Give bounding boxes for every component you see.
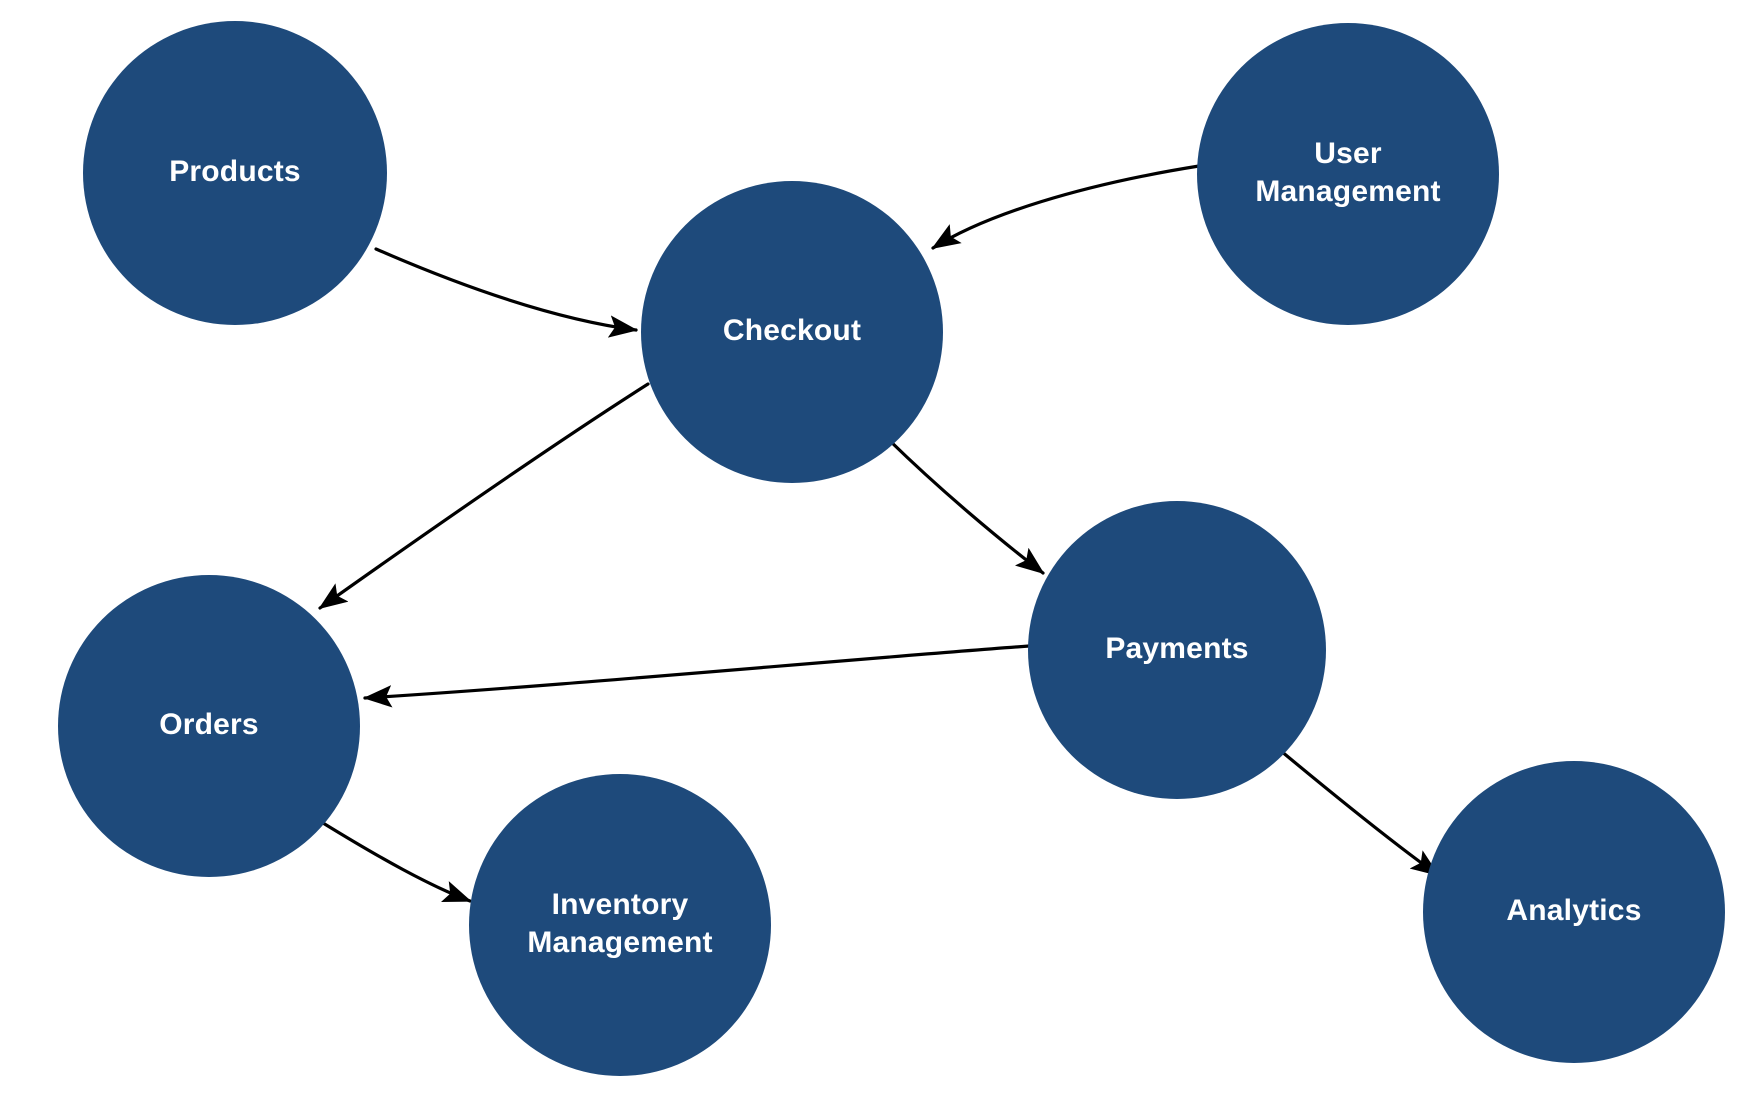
edge-checkout-to-payments	[884, 435, 1045, 575]
node-label-line: Payments	[1105, 632, 1248, 665]
edge-orders-to-inventory-management	[321, 821, 472, 903]
node-label-line: Inventory	[552, 888, 689, 921]
node-label-line: Management	[1255, 175, 1440, 208]
node-circle-payments[interactable]	[1028, 501, 1326, 799]
node-label-line: User	[1314, 137, 1382, 170]
node-circle-checkout[interactable]	[641, 181, 943, 483]
node-label-payments: Payments	[1105, 632, 1248, 665]
edge-products-to-checkout	[374, 247, 638, 338]
edges-layer	[318, 164, 1440, 903]
node-circle-inventory-management[interactable]	[469, 774, 771, 1076]
edge-user-management-to-checkout	[931, 164, 1201, 250]
node-circle-products[interactable]	[83, 21, 387, 325]
node-orders[interactable]: Orders	[58, 575, 360, 877]
node-label-line: Products	[169, 155, 301, 188]
node-analytics[interactable]: Analytics	[1423, 761, 1725, 1063]
node-checkout[interactable]: Checkout	[641, 181, 943, 483]
node-label-orders: Orders	[159, 708, 259, 741]
node-label-checkout: Checkout	[723, 314, 861, 347]
node-products[interactable]: Products	[83, 21, 387, 325]
node-label-line: Management	[527, 926, 712, 959]
node-label-analytics: Analytics	[1506, 894, 1641, 927]
node-label-line: Orders	[159, 708, 259, 741]
edge-payments-to-analytics	[1279, 749, 1440, 877]
edge-payments-to-orders	[363, 644, 1031, 708]
node-circle-orders[interactable]	[58, 575, 360, 877]
edge-checkout-to-orders	[318, 382, 650, 610]
node-label-line: Checkout	[723, 314, 861, 347]
node-circle-analytics[interactable]	[1423, 761, 1725, 1063]
node-circle-user-management[interactable]	[1197, 23, 1499, 325]
node-payments[interactable]: Payments	[1028, 501, 1326, 799]
node-label-products: Products	[169, 155, 301, 188]
node-label-line: Analytics	[1506, 894, 1641, 927]
